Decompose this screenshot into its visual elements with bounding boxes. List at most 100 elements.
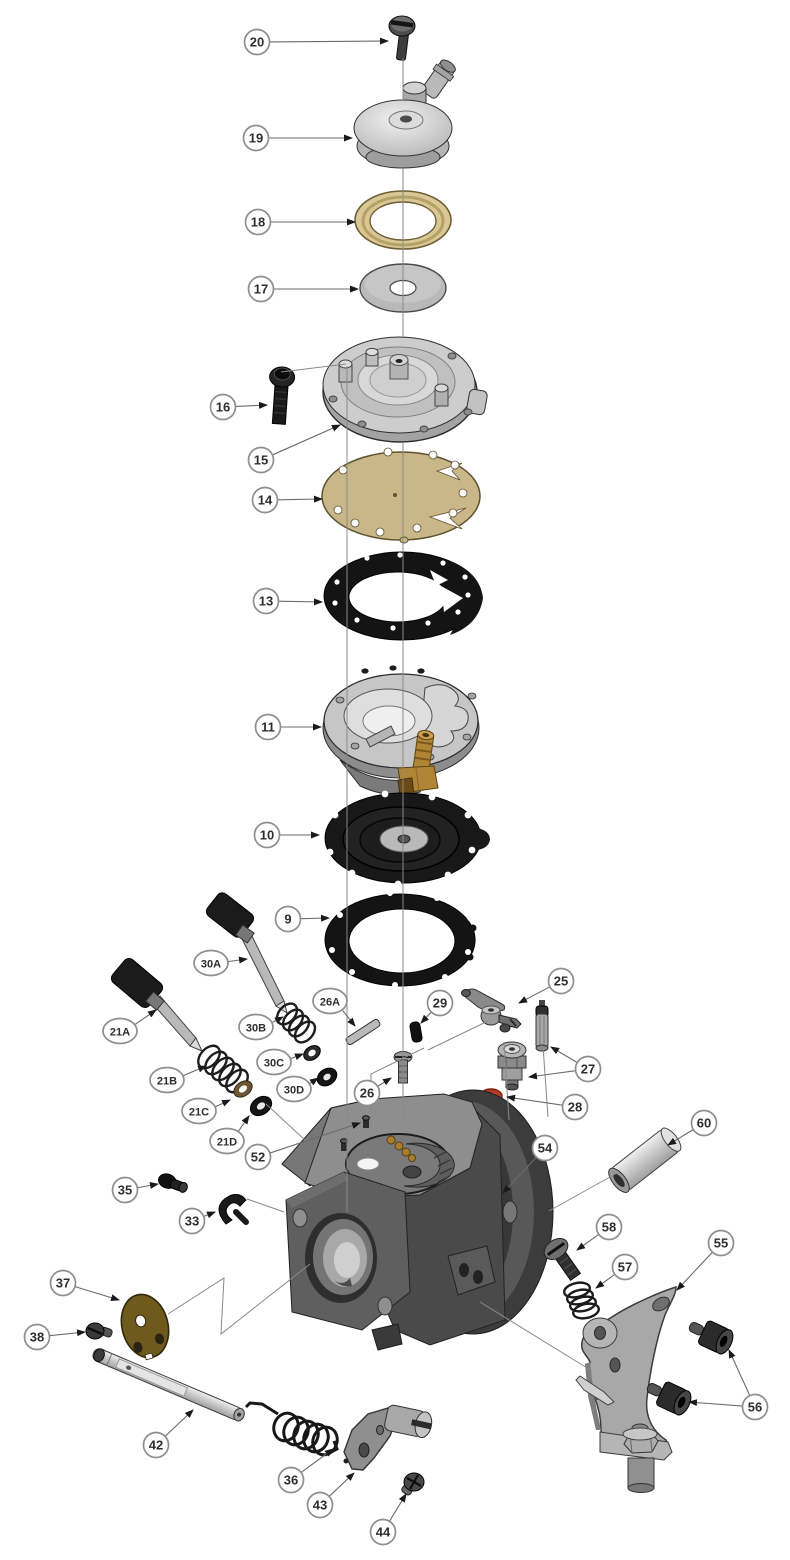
- callout-label: 37: [56, 1276, 70, 1291]
- callout-label: 10: [260, 828, 274, 843]
- callout-label: 43: [313, 1498, 327, 1513]
- callout-label: 36: [284, 1473, 298, 1488]
- callout-11: 11: [254, 713, 322, 741]
- part-return-spring-36: [244, 1401, 339, 1457]
- callout-20: 20: [243, 28, 389, 56]
- callout-52: 52: [244, 1122, 361, 1171]
- part-carburetor-body: [281, 1089, 554, 1351]
- callout-label: 28: [568, 1100, 582, 1115]
- callout-44: 44: [369, 1493, 407, 1546]
- callout-label: 11: [261, 720, 275, 735]
- part-inlet-lever-25: [461, 988, 522, 1033]
- callout-label: 57: [618, 1260, 632, 1275]
- callout-21C: 21C: [181, 1097, 231, 1125]
- callout-label: 21C: [189, 1107, 209, 1119]
- callout-label: 14: [258, 493, 273, 508]
- part-low-speed-needle-21a: [110, 958, 203, 1052]
- callout-layer: 20 19 18 17 16 15 14 13 11 10 9 30A 21A 30B 26A 30C 30D 2…: [23, 28, 769, 1546]
- callout-label: 21B: [157, 1076, 177, 1088]
- callout-25: 25: [518, 967, 575, 1004]
- part-bracket-screw-56-upper: [688, 1320, 734, 1355]
- callout-label: 17: [254, 282, 268, 297]
- callout-label: 30A: [201, 959, 221, 971]
- callout-label: 56: [748, 1400, 762, 1415]
- cover-screws-52: [340, 1115, 370, 1151]
- callout-label: 25: [554, 974, 568, 989]
- callout-30D: 30D: [276, 1075, 319, 1103]
- callout-21A: 21A: [102, 1009, 157, 1045]
- callout-55: 55: [676, 1229, 735, 1291]
- callout-29: 29: [420, 989, 454, 1024]
- callout-30A: 30A: [193, 949, 248, 977]
- callout-15: 15: [247, 424, 341, 474]
- callout-label: 30D: [284, 1085, 304, 1097]
- callout-label: 21A: [110, 1027, 130, 1039]
- callout-13: 13: [252, 587, 323, 615]
- callout-label: 29: [433, 996, 447, 1011]
- callout-17: 17: [247, 275, 359, 303]
- callout-33: 33: [178, 1207, 216, 1235]
- callout-label: 55: [714, 1236, 728, 1251]
- callout-9: 9: [274, 905, 330, 933]
- callout-label: 26A: [320, 997, 340, 1009]
- part-needle-grommet-30d: [316, 1067, 338, 1087]
- callout-37: 37: [49, 1269, 120, 1302]
- callout-35: 35: [111, 1176, 159, 1204]
- part-lever-screw-44: [401, 1472, 425, 1496]
- callout-18: 18: [244, 208, 356, 236]
- callout-28: 28: [506, 1093, 589, 1121]
- callout-label: 15: [254, 453, 268, 468]
- callout-label: 44: [376, 1525, 391, 1540]
- part-screen-27: [535, 1000, 549, 1052]
- callout-label: 30C: [264, 1058, 284, 1070]
- callout-27: 27: [528, 1046, 602, 1083]
- callout-26: 26: [353, 1077, 392, 1107]
- callout-label: 19: [249, 131, 263, 146]
- part-filter-roll-60: [608, 1127, 682, 1193]
- callout-label: 20: [250, 35, 264, 50]
- callout-label: 52: [251, 1150, 265, 1165]
- callout-label: 30B: [246, 1023, 266, 1035]
- part-idle-stop-screw-58: [543, 1238, 582, 1281]
- callout-54: 54: [502, 1134, 559, 1194]
- callout-16: 16: [209, 393, 268, 421]
- callout-label: 13: [259, 594, 273, 609]
- callout-58: 58: [576, 1213, 623, 1251]
- part-metering-body-11: [322, 665, 480, 797]
- part-diaphragm-cover-19: [353, 59, 456, 169]
- callout-19: 19: [242, 124, 353, 152]
- part-plug-35: [158, 1173, 188, 1193]
- callout-label: 33: [185, 1214, 199, 1229]
- callout-60: 60: [667, 1109, 718, 1146]
- callout-42: 42: [142, 1409, 194, 1459]
- callout-26A: 26A: [312, 987, 356, 1027]
- callout-36: 36: [277, 1448, 334, 1494]
- part-throttle-shaft-42: [92, 1348, 245, 1422]
- callout-14: 14: [251, 486, 323, 514]
- part-pump-cover-screw-20: [388, 15, 416, 61]
- part-plug-pin-29: [409, 1021, 423, 1043]
- callout-label: 27: [581, 1062, 595, 1077]
- part-pump-cover-15: [322, 336, 488, 443]
- part-needle-spring-21b: [197, 1044, 249, 1094]
- callout-label: 54: [538, 1141, 553, 1156]
- part-needle-washer-21c: [233, 1080, 253, 1098]
- fuel-inlet-fitting: [397, 729, 439, 797]
- part-bracket-55: [575, 1285, 677, 1493]
- callout-21D: 21D: [209, 1115, 250, 1155]
- callout-30B: 30B: [238, 1013, 284, 1041]
- part-throttle-plate-37: [120, 1293, 170, 1361]
- callout-38: 38: [23, 1323, 86, 1351]
- callout-label: 26: [360, 1086, 374, 1101]
- part-metering-diaphragm-10: [324, 790, 490, 888]
- part-metering-gasket-9: [324, 890, 477, 988]
- callout-label: 16: [216, 400, 230, 415]
- callout-57: 57: [595, 1253, 639, 1289]
- callout-30C: 30C: [256, 1048, 304, 1076]
- callout-label: 38: [30, 1330, 44, 1345]
- part-idle-screw-spring-57: [563, 1281, 600, 1320]
- callout-label: 21D: [217, 1137, 237, 1149]
- callout-label: 35: [118, 1183, 132, 1198]
